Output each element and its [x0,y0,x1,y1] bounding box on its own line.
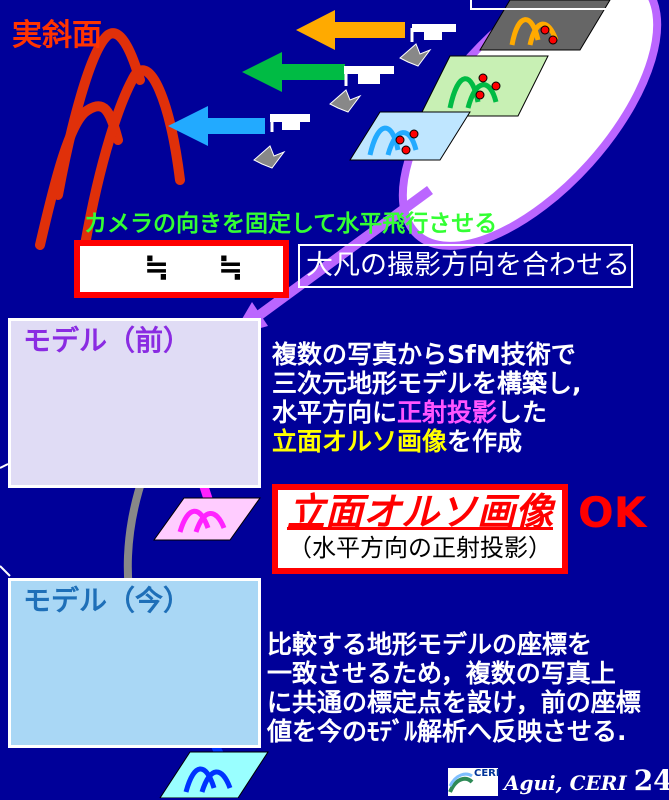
sfm-text: を作成 [447,427,523,456]
camera-caption: カメラの向きを固定して水平飛行させる [84,211,498,237]
sfm-line: 立面オルソ画像を作成 [272,427,662,456]
logo-mark-icon [448,772,474,793]
model-now-title: モデル（今） [23,584,192,617]
elevation-ortho-term: 立面オルソ画像 [272,427,448,456]
photo-tile-icon [153,497,261,541]
panel-edge-tick [0,565,11,577]
logo-text: CERI [474,768,500,779]
compare-line: 値を今のﾓﾃﾞﾙ解析へ反映させる. [267,717,627,746]
compare-description: 比較する地形モデルの座標を 一致させるため，複数の写真上 に共通の標定点を設け，… [267,630,667,746]
drone-icon [410,24,456,42]
arrow-icon [296,10,405,50]
compare-line: に共通の標定点を設け，前の座標 [267,688,641,717]
model-before-panel: モデル（前） [8,318,261,488]
credit-text: Agui, CERI [504,771,627,795]
approx-equal-sign: ≒ [144,250,170,285]
sfm-description: 複数の写真からSfM技術で 三次元地形モデルを構築し, 水平方向に正射投影した … [272,340,662,456]
sfm-text: 水平方向に [272,398,398,427]
arrow-icon [168,106,265,146]
sfm-line: 三次元地形モデルを構築し, [272,369,582,398]
camera-direction-icon [253,145,286,169]
camera-direction-icon [399,43,432,67]
photo-tile-icon [159,751,269,798]
drone-icon [270,114,310,132]
approx-equal-sign: ≒ [218,250,244,285]
photo-tile-icon [349,111,471,161]
real-slope-curve [80,65,185,250]
page-number: 24 [633,764,669,797]
model-before-title: モデル（前） [23,324,192,357]
model-now-panel: モデル（今） [8,578,261,748]
arrow-icon [242,52,345,92]
projection-pointer-line [247,185,433,327]
sfm-line: 水平方向に正射投影した [272,398,662,427]
compare-line: 一致させるため，複数の写真上 [267,659,616,688]
footer-credit: Agui, CERI 24 [504,764,669,797]
elevation-ortho-box: 立面オルソ画像 （水平方向の正射投影） [272,484,568,574]
photo-tile-icon [479,0,611,51]
elevation-ortho-subtitle: （水平方向の正射投影） [288,534,552,562]
elevation-ortho-title: 立面オルソ画像 [286,490,553,534]
panel-edge-tick [0,463,9,469]
direction-note: 大凡の撮影方向を合わせる [298,244,633,288]
photo-tile-icon [419,55,549,117]
sfm-line: 複数の写真からSfM技術で [272,340,576,369]
real-slope-label: 実斜面 [12,18,102,53]
drone-icon [344,66,394,86]
compare-line: 比較する地形モデルの座標を [267,630,593,659]
top-label-frame [470,0,620,10]
ok-label: OK [578,488,647,537]
real-slope-curve [35,101,123,250]
camera-direction-icon [329,89,362,113]
sfm-text: した [497,398,548,427]
arrow-legend-box: ≒ ≒ ←≒←≒← [74,240,289,298]
ceri-logo: CERI [448,768,500,796]
ortho-projection-term: 正射投影 [397,398,498,427]
